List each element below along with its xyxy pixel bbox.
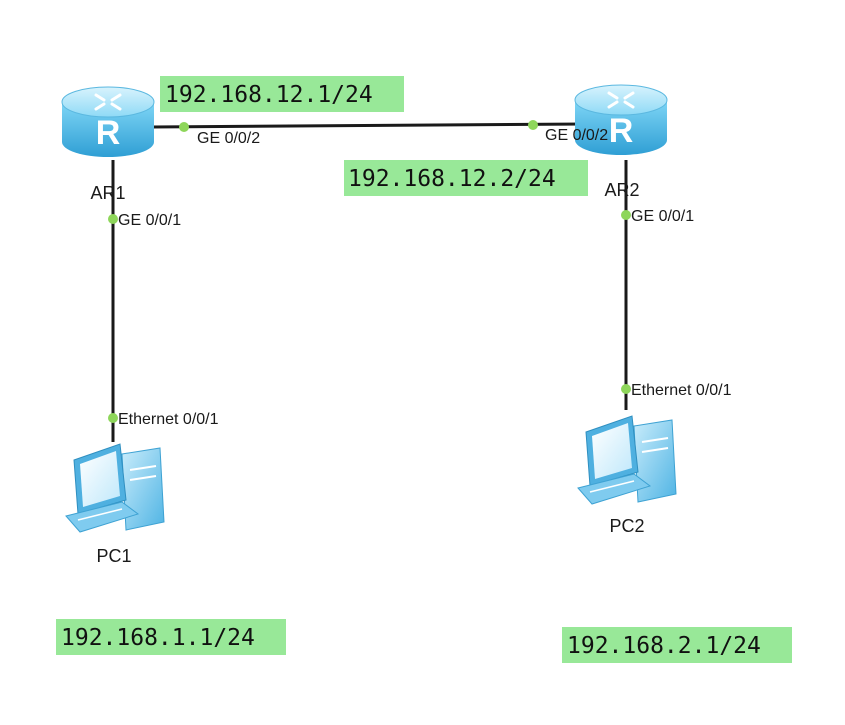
ip-address-labels: 192.168.12.1/24 192.168.12.2/24 192.168.… <box>56 76 792 663</box>
router-icon: R <box>574 84 668 155</box>
pc-icon <box>65 443 165 533</box>
links <box>111 122 628 442</box>
port-label-ar2-ge001: GE 0/0/1 <box>631 208 694 225</box>
svg-text:R: R <box>96 114 121 152</box>
ip-highlight-pc1 <box>56 619 286 655</box>
ip-label-pc2: 192.168.2.1/24 <box>567 633 761 659</box>
ip-highlight-pc2 <box>562 627 792 663</box>
ip-label-ar2-link: 192.168.12.2/24 <box>348 166 556 192</box>
router-ar2[interactable]: R <box>574 84 668 155</box>
port-dot-pc2-eth[interactable] <box>621 384 631 394</box>
port-label-pc1-eth: Ethernet 0/0/1 <box>118 411 219 428</box>
port-dots <box>108 120 631 423</box>
ip-label-pc1: 192.168.1.1/24 <box>61 625 255 651</box>
device-labels: AR1 AR2 PC1 PC2 <box>90 180 644 566</box>
port-dot-ar2-ge001[interactable] <box>621 210 631 220</box>
svg-text:R: R <box>609 112 634 150</box>
port-label-ar1-ge001: GE 0/0/1 <box>118 212 181 229</box>
device-label-pc2: PC2 <box>609 516 644 536</box>
ip-label-ar1-link: 192.168.12.1/24 <box>165 82 373 108</box>
port-dot-pc1-eth[interactable] <box>108 413 118 423</box>
pc-icon <box>577 415 677 505</box>
pc-pc1[interactable] <box>65 443 165 533</box>
port-dot-ar1-ge001[interactable] <box>108 214 118 224</box>
port-labels: GE 0/0/2 GE 0/0/2 GE 0/0/1 GE 0/0/1 Ethe… <box>118 127 732 428</box>
router-icon: R <box>61 86 155 157</box>
link-ar1-ar2[interactable] <box>151 122 586 129</box>
router-ar1[interactable]: R <box>61 86 155 157</box>
device-label-pc1: PC1 <box>96 546 131 566</box>
device-label-ar1: AR1 <box>90 183 125 203</box>
port-label-ar1-ge002: GE 0/0/2 <box>197 130 260 147</box>
ip-highlight-ar2-link <box>344 160 588 196</box>
port-label-pc2-eth: Ethernet 0/0/1 <box>631 382 732 399</box>
ip-highlight-ar1-link <box>160 76 404 112</box>
port-dot-ar2-ge002[interactable] <box>528 120 538 130</box>
port-label-ar2-ge002: GE 0/0/2 <box>545 127 608 144</box>
pc-pc2[interactable] <box>577 415 677 505</box>
port-dot-ar1-ge002[interactable] <box>179 122 189 132</box>
device-label-ar2: AR2 <box>604 180 639 200</box>
